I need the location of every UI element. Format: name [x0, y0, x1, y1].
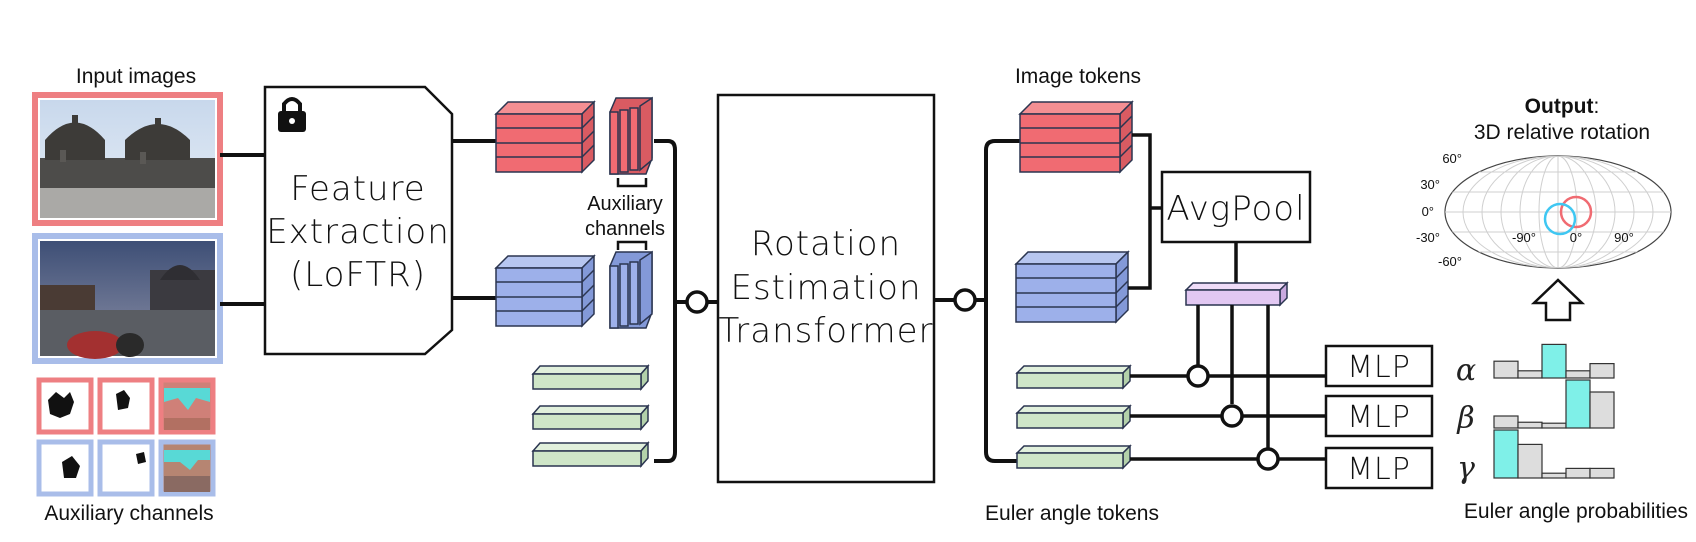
aux-channel-slabs-red	[609, 96, 653, 175]
concat-node-2	[1220, 404, 1244, 428]
histogram-bar	[1493, 360, 1519, 379]
lock-icon	[278, 97, 306, 132]
feature-map-red	[494, 100, 596, 174]
histogram-alpha	[1493, 343, 1615, 379]
aux-bracket-red	[616, 178, 648, 188]
mlp-beta: MLP	[1324, 394, 1434, 438]
histogram-beta	[1493, 379, 1615, 429]
histogram-bar	[1589, 467, 1615, 479]
aux-channels-mid-line2: channels	[585, 218, 665, 240]
avgpool-block: AvgPool	[1160, 170, 1312, 244]
lat-tick-0: 0°	[1422, 204, 1434, 219]
transformer-line2: Estimation	[730, 268, 921, 308]
beta-symbol: β	[1456, 401, 1474, 436]
histogram-bar	[1517, 370, 1543, 379]
aux-thumb-red-1	[36, 377, 94, 435]
aux-channels-bottom-label: Auxiliary channels	[44, 502, 213, 525]
euler-token-left-3	[531, 441, 650, 468]
euler-token-right-1	[1015, 364, 1132, 390]
euler-token-right-2	[1015, 404, 1132, 430]
euler-token-left-2	[531, 404, 650, 431]
histogram-bar	[1541, 472, 1567, 479]
merge-node-left	[685, 290, 709, 314]
histogram-bar	[1541, 422, 1567, 429]
feature-map-blue	[494, 254, 596, 328]
transformer-line1: Rotation	[751, 224, 901, 264]
image-tokens-label: Image tokens	[1015, 65, 1141, 88]
aux-channels-mid-line1: Auxiliary	[587, 193, 663, 215]
euler-token-right-3	[1015, 444, 1132, 470]
output-subtitle: 3D relative rotation	[1474, 121, 1650, 144]
aux-channel-slabs-blue	[609, 250, 653, 329]
feature-extraction-block: Feature Extraction (LoFTR)	[263, 85, 454, 356]
concat-node-3	[1256, 447, 1280, 471]
mollweide-globe: 60° 30° 0° -30° -60° -90° 0° 90°	[1416, 151, 1672, 269]
image-tokens-blue	[1014, 250, 1130, 324]
image-tokens-red	[1018, 100, 1134, 174]
histogram-gamma	[1493, 429, 1615, 479]
feature-extraction-line3: (LoFTR)	[290, 255, 426, 295]
split-node-right	[953, 288, 977, 312]
input-images-label: Input images	[76, 65, 196, 88]
concat-node-1	[1186, 364, 1210, 388]
lon-tick-neg90: -90°	[1512, 230, 1536, 245]
histogram-bar	[1565, 467, 1591, 479]
aux-thumb-blue-1	[36, 439, 94, 497]
euler-token-left-1	[531, 364, 650, 391]
histogram-bar	[1517, 443, 1543, 479]
euler-tokens-label: Euler angle tokens	[985, 502, 1159, 525]
rotation-transformer-block: Rotation Estimation Transformer	[716, 93, 936, 484]
lon-tick-0: 0°	[1570, 230, 1582, 245]
mlp-alpha-label: MLP	[1347, 350, 1411, 385]
aux-thumb-red-2	[97, 377, 155, 435]
histogram-bar	[1589, 363, 1615, 379]
lat-tick-30: 30°	[1420, 177, 1440, 192]
mlp-alpha: MLP	[1324, 344, 1434, 388]
lat-tick-neg60: -60°	[1438, 254, 1462, 269]
euler-probabilities-label: Euler angle probabilities	[1464, 500, 1688, 523]
histogram-bar	[1589, 391, 1615, 429]
gamma-symbol: γ	[1457, 451, 1475, 486]
aux-thumb-red-3	[158, 377, 216, 435]
histogram-bar	[1493, 429, 1519, 479]
mlp-gamma-label: MLP	[1347, 452, 1411, 487]
histogram-bar	[1541, 343, 1567, 379]
input-image-2	[32, 233, 223, 364]
input-image-1	[32, 92, 223, 226]
histogram-bar	[1565, 370, 1591, 379]
pooled-token	[1184, 281, 1289, 307]
aux-bracket-blue	[616, 240, 648, 250]
pred-rotation-ring-red	[1559, 195, 1593, 229]
aux-thumb-blue-2	[97, 439, 155, 497]
feature-extraction-line1: Feature	[290, 169, 425, 209]
lat-tick-60: 60°	[1442, 151, 1462, 166]
aux-thumb-blue-3	[158, 439, 216, 497]
feature-extraction-line2: Extraction	[266, 212, 450, 252]
output-title: Output:	[1525, 95, 1600, 118]
histogram-bar	[1565, 379, 1591, 429]
lon-tick-90: 90°	[1614, 230, 1634, 245]
mlp-beta-label: MLP	[1347, 400, 1411, 435]
alpha-symbol: α	[1456, 353, 1476, 388]
histogram-bar	[1493, 415, 1519, 429]
transformer-line3: Transformer	[718, 311, 933, 351]
histogram-bar	[1517, 421, 1543, 429]
up-arrow-icon	[1530, 278, 1586, 322]
avgpool-label: AvgPool	[1166, 189, 1305, 229]
gt-rotation-ring-cyan	[1543, 202, 1577, 236]
mlp-gamma: MLP	[1324, 446, 1434, 490]
lat-tick-neg30: -30°	[1416, 230, 1440, 245]
